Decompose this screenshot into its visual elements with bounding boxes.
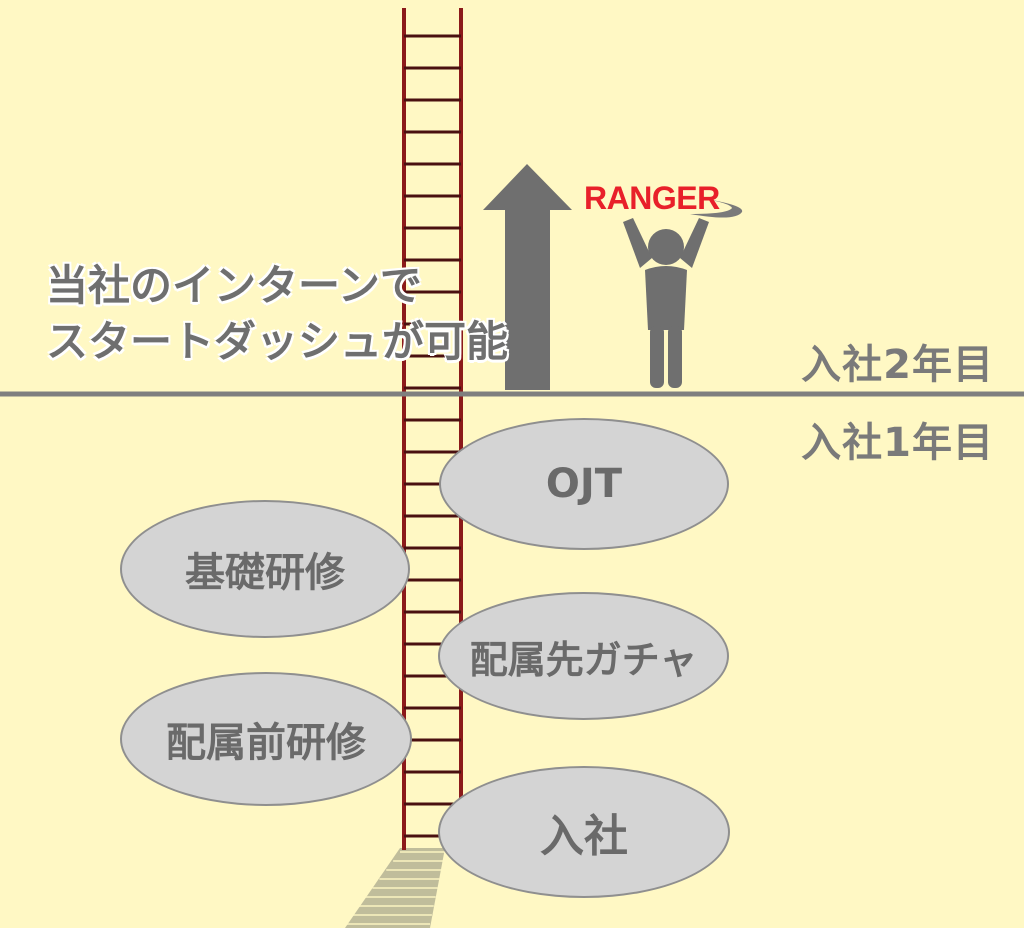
- step-bubble-assignment-gacha: 配属先ガチャ: [438, 592, 729, 720]
- step-label: OJT: [545, 461, 623, 507]
- step-bubble-ojt: OJT: [439, 418, 729, 550]
- headline-line-2: スタートダッシュが可能: [46, 317, 509, 366]
- step-label: 配属前研修: [166, 720, 366, 766]
- headline-line-1: 当社のインターンで: [46, 261, 422, 310]
- brand-logo: RANGER: [584, 180, 720, 216]
- ladder: [402, 8, 463, 850]
- headline: 当社のインターンで スタートダッシュが可能: [46, 258, 508, 370]
- brand-swoosh-icon: [690, 198, 743, 218]
- step-label: 入社: [540, 811, 628, 862]
- step-bubble-joining: 入社: [438, 766, 730, 898]
- year-label-upper: 入社2年目: [801, 342, 994, 388]
- step-bubble-basic-training: 基礎研修: [120, 500, 410, 638]
- up-arrow: [483, 164, 572, 390]
- ladder-shadow: [345, 848, 445, 928]
- person-icon: [623, 218, 709, 388]
- step-label: 基礎研修: [185, 550, 345, 596]
- step-label: 配属先ガチャ: [469, 637, 698, 682]
- step-bubble-pre-assignment-training: 配属前研修: [120, 672, 412, 806]
- year-label-lower: 入社1年目: [801, 420, 994, 466]
